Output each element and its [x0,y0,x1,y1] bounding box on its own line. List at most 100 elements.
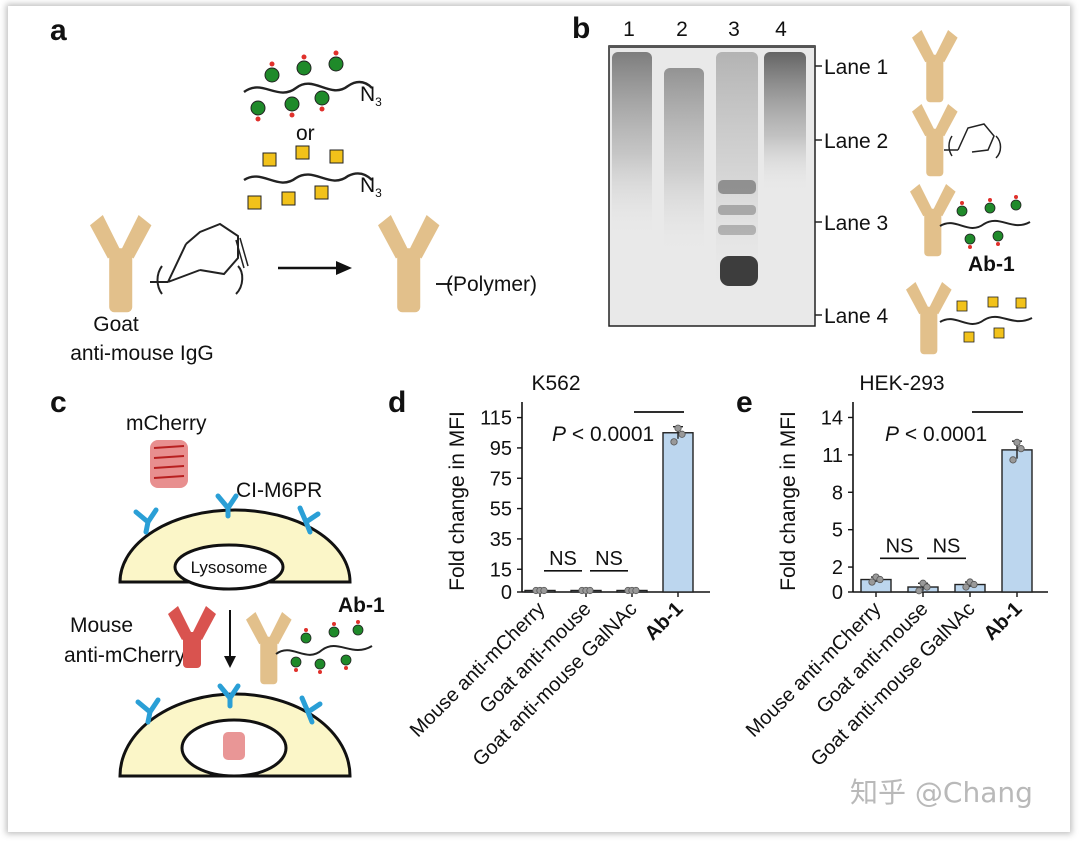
ns-label-1: NS [549,548,577,570]
y-tick-label: 14 [821,407,843,429]
y-tick-label: 11 [822,445,843,467]
y-tick-label: 15 [490,559,512,581]
p-value-symbol: P [885,423,899,446]
lane-1-label: Lane 1 [824,56,888,79]
polymer-glycan-chain [243,50,373,122]
mouse-anti-mcherry-antibody [168,606,216,668]
data-point [1009,456,1017,464]
y-axis-label: Fold change in MFI [446,411,469,591]
data-point [1017,445,1025,453]
lane-number-3: 3 [728,18,740,41]
p-value-text: < 0.0001 [566,423,654,446]
data-point [962,583,970,591]
data-point [868,578,876,586]
data-point [970,580,978,589]
lane-4-antibody-icon [906,282,1033,355]
polymer-label: (Polymer) [446,273,537,296]
cell-top [118,508,352,591]
lane-numbers: 1 2 3 4 [623,18,787,41]
x-tick-label: Ab-1 [641,598,688,645]
lysosome-label: Lysosome [191,558,268,577]
gel-lane-4 [764,52,806,192]
lane-3-ab1-icon [910,184,1031,257]
figure-frame [8,6,1070,832]
lane-number-1: 1 [623,18,635,41]
ab1-conjugate-icon [246,612,373,685]
bar [1001,449,1033,593]
data-point [632,586,640,595]
panel-a-label: a [50,14,67,47]
data-point [923,583,931,591]
y-tick-label: 0 [501,582,512,604]
cell-bottom [118,692,352,778]
y-tick-label: 5 [832,520,843,542]
panel-e-label: e [736,386,753,419]
mcherry-protein-lysosome [223,732,245,760]
reaction-arrow [278,261,352,275]
gel-image [608,45,822,327]
ns-label-2: NS [595,548,623,570]
mcherry-label: mCherry [126,412,207,435]
receptor-icons-bottom [135,683,323,725]
internalization-arrow [224,610,236,668]
watermark: 知乎 @Chang [850,776,1033,809]
data-point [1013,438,1021,447]
y-tick-label: 35 [490,529,512,551]
y-tick-label: 0 [832,582,843,604]
panel-b-label: b [572,12,590,45]
mouse-ab-label-1: Mouse [70,614,133,637]
mouse-ab-label-2: anti-mCherry [64,644,186,667]
goat-igg-antibody [90,215,249,313]
data-point [876,575,884,584]
y-tick-label: 8 [832,482,843,504]
lane-2-label: Lane 2 [824,130,888,153]
p-value-text: < 0.0001 [899,423,987,446]
y-axis-label: Fold change in MFI [777,411,800,591]
lane-3-label: Lane 3 [824,212,888,235]
azide-label-top: N3 [360,83,382,109]
receptor-label: CI-M6PR [236,479,322,502]
data-point [670,438,678,446]
y-tick-label: 2 [832,557,843,579]
ns-label-2: NS [933,535,961,557]
polymer-galnac-chain [243,145,373,210]
data-point [586,586,594,595]
y-tick-label: 75 [490,468,512,490]
ab1-label: Ab-1 [338,594,385,617]
lane-1-antibody-icon [912,30,958,103]
chart-title: HEK-293 [859,372,944,395]
bar [662,432,694,593]
x-tick-label: Ab-1 [980,598,1027,645]
gel-lane-1 [612,52,652,237]
y-tick-label: 115 [480,408,512,430]
lane-3-ab1-caption: Ab-1 [968,253,1015,276]
mcherry-protein-top [150,440,188,488]
p-value-label: P < 0.0001 [552,423,654,446]
lane-number-4: 4 [775,18,787,41]
panel-c-label: c [50,386,67,419]
azide-label-bottom: N3 [360,174,382,200]
lane-4-label: Lane 4 [824,305,889,328]
ns-label-1: NS [886,535,914,557]
goat-igg-caption-1: Goat [93,313,139,336]
data-point [674,424,682,432]
chart-title: K562 [531,372,580,395]
gel-lane-3 [716,52,758,292]
data-point [915,587,923,595]
panel-d-label: d [388,386,406,419]
or-text: or [296,122,315,145]
y-tick-label: 55 [490,499,512,521]
y-tick-label: 95 [490,438,512,460]
lane-2-antibody-icon [912,104,1002,177]
antibody-polymer-conjugate [378,215,452,313]
goat-igg-caption-2: anti-mouse IgG [70,342,214,365]
gel-lane-2 [664,68,704,253]
receptor-icons-top [133,493,321,535]
data-point [540,586,548,595]
lane-number-2: 2 [676,18,688,41]
data-point [678,430,686,438]
p-value-symbol: P [552,423,566,446]
